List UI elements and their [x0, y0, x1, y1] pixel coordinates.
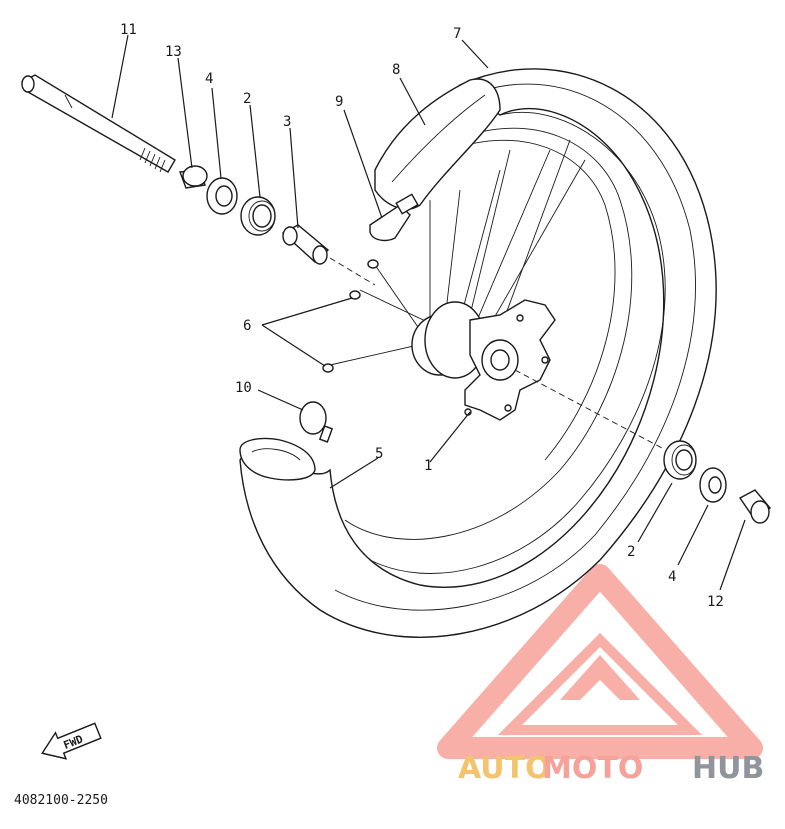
callout-8: 8: [392, 62, 400, 78]
callout-7: 7: [453, 26, 461, 42]
brand-auto: AUTO: [458, 751, 551, 786]
collar-left: [179, 165, 208, 189]
rim-lock: [369, 193, 419, 242]
oil-seal-left: [206, 177, 238, 215]
bearing-left: [240, 196, 276, 236]
callout-labels: 11 13 4 2 3 7 8 9 6 10 5 1 2 4 12: [120, 22, 724, 610]
callout-2-left: 2: [243, 91, 251, 107]
callout-13: 13: [165, 44, 182, 60]
callout-9: 9: [335, 94, 343, 110]
callout-11: 11: [120, 22, 137, 38]
fwd-arrow: FWD: [41, 722, 102, 760]
spacer: [281, 224, 330, 265]
tube: [239, 437, 316, 481]
bearing-right: [663, 440, 697, 480]
valve-cap: [299, 401, 334, 443]
spoke-nipples: [322, 259, 379, 373]
callout-4-left: 4: [205, 71, 213, 87]
brand-hub: HUB: [692, 751, 764, 786]
rim: [344, 127, 633, 540]
leader-lines: [111, 34, 746, 591]
oil-seal-right: [699, 467, 727, 503]
callout-4-right: 4: [668, 569, 676, 585]
callout-6: 6: [243, 318, 251, 334]
brand-moto: MOTO: [542, 751, 643, 786]
hub: [411, 299, 556, 421]
rim-band: [374, 78, 501, 210]
callout-3: 3: [283, 114, 291, 130]
callout-1: 1: [424, 458, 432, 474]
callout-2-right: 2: [627, 544, 635, 560]
callout-12: 12: [707, 594, 724, 610]
callout-5: 5: [375, 446, 383, 462]
watermark-brand: AUTO MOTO HUB: [458, 751, 764, 786]
collar-right: [738, 489, 771, 524]
watermark-logo: [437, 564, 763, 759]
axle: [21, 74, 176, 173]
callout-10: 10: [235, 380, 252, 396]
drawing-code: 4082100-2250: [14, 793, 108, 808]
